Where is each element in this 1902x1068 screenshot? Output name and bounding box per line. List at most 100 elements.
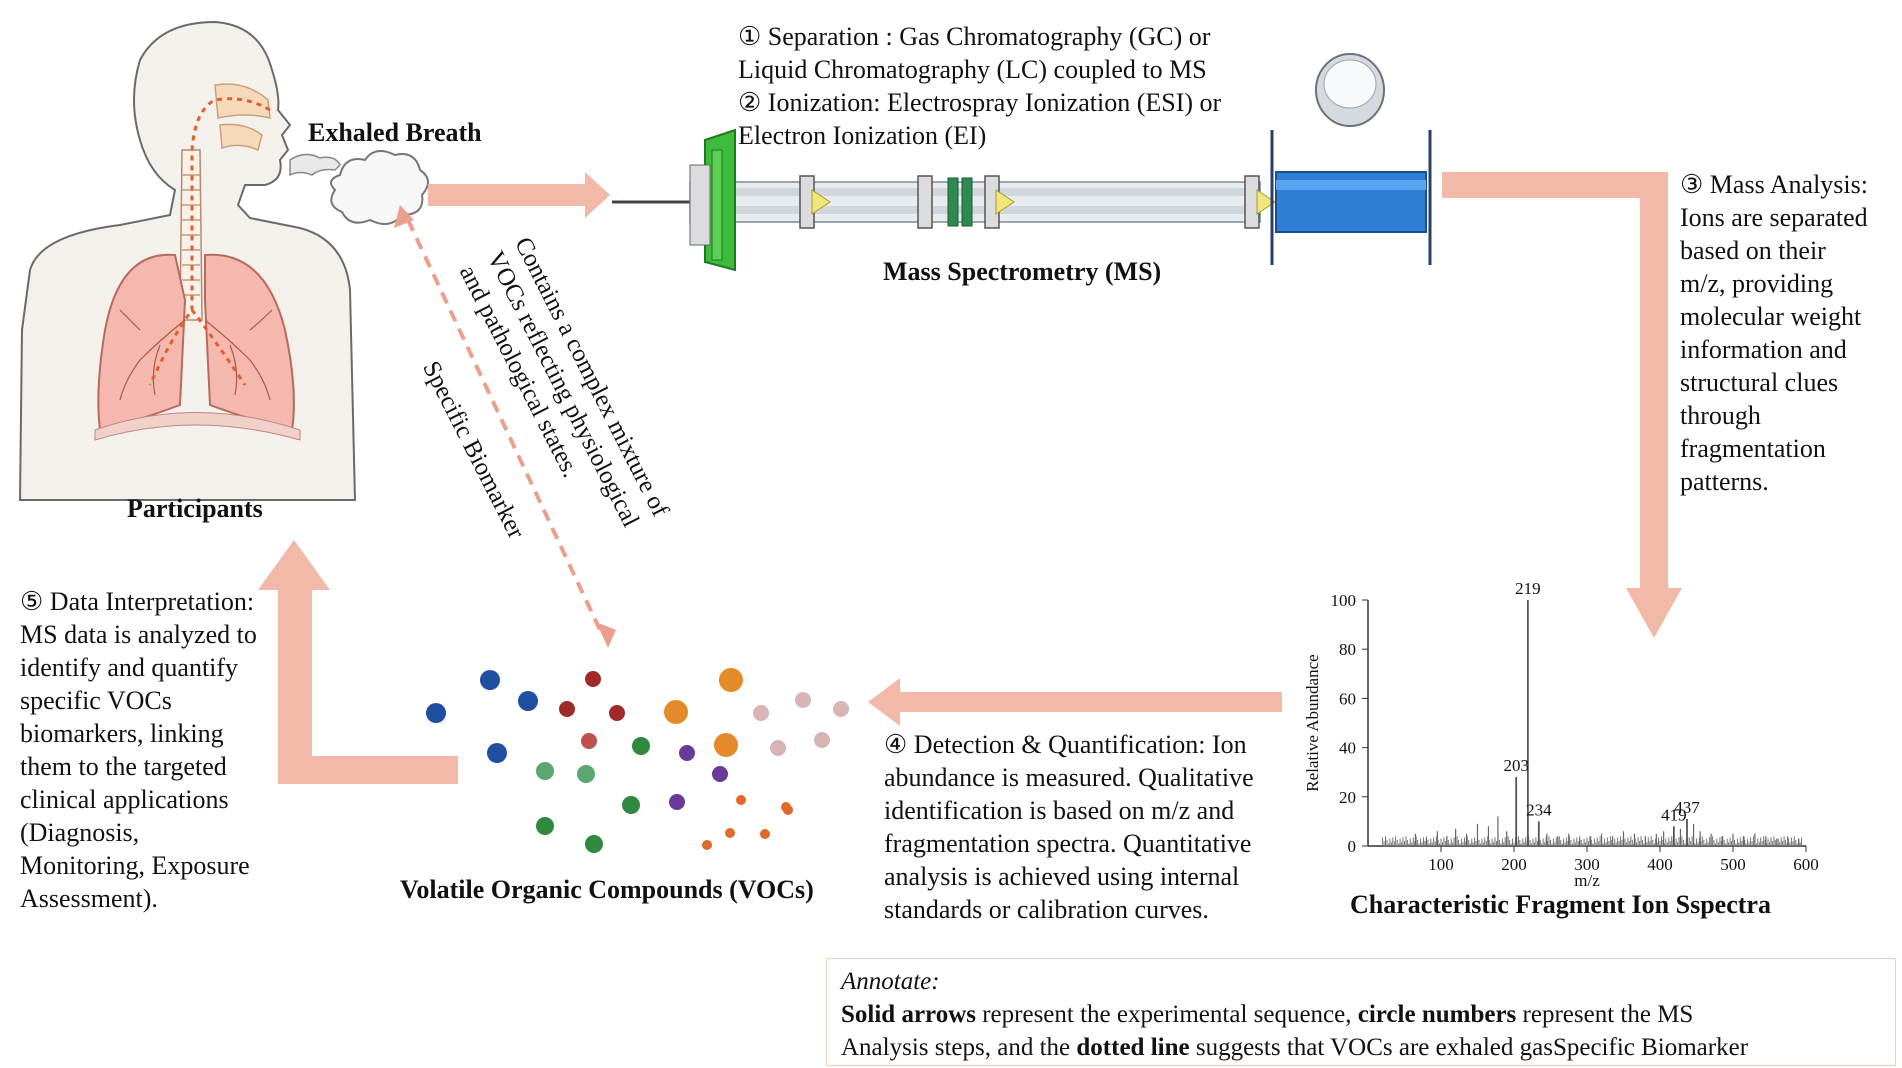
voc-dot [725, 828, 735, 838]
exhaled-breath-label: Exhaled Breath [308, 118, 482, 147]
annotate-text: Analysis steps, and the [841, 1034, 1077, 1061]
voc-dot [622, 796, 640, 814]
step-line: specific VOCs [20, 686, 172, 715]
annotate-line-1: Solid arrows represent the experimental … [841, 998, 1881, 1031]
voc-dot [577, 765, 595, 783]
voc-dot [487, 743, 507, 763]
step-line: identification is based on m/z and [884, 796, 1235, 825]
step-line: MS data is analyzed to [20, 620, 257, 649]
step-line: them to the targeted [20, 752, 227, 781]
annotate-bold: Solid arrows [841, 1001, 976, 1028]
human-figure-illustration [18, 20, 429, 501]
voc-dot [480, 670, 500, 690]
x-tick-label: 100 [1428, 855, 1454, 874]
step-line: patterns. [1680, 467, 1769, 496]
step-line: (Diagnosis, [20, 818, 140, 847]
voc-dot [760, 829, 770, 839]
step-line: abundance is measured. Qualitative [884, 763, 1254, 792]
spectrum-baseline-noise [1382, 836, 1803, 846]
y-tick-label: 0 [1348, 837, 1357, 856]
solid-arrows [258, 172, 1682, 784]
annotate-line-2: Analysis steps, and the dotted line sugg… [841, 1031, 1881, 1064]
annotate-text: represent the MS [1516, 1001, 1694, 1028]
annotate-text: suggests that VOCs are exhaled gasSpecif… [1189, 1034, 1749, 1061]
step-3-text: ③ Mass Analysis: Ions are separated base… [1680, 168, 1868, 498]
voc-dot [669, 794, 685, 810]
voc-dot [679, 745, 695, 761]
x-tick-label: 200 [1501, 855, 1527, 874]
step-5-text: ⑤ Data Interpretation: MS data is analyz… [20, 585, 257, 915]
step-line: ② Ionization: Electrospray Ionization (E… [738, 88, 1222, 117]
annotate-bold: circle numbers [1357, 1001, 1517, 1028]
arrow-to-ms [428, 172, 610, 218]
voc-dot [702, 840, 712, 850]
y-tick-label: 80 [1339, 640, 1356, 659]
step-line: biomarkers, linking [20, 719, 224, 748]
step-line: m/z, providing [1680, 269, 1834, 298]
peak-label: 437 [1674, 798, 1700, 817]
step-line: ③ Mass Analysis: [1680, 170, 1868, 199]
arrow-vocs-to-participants [258, 540, 458, 784]
voc-dot [632, 737, 650, 755]
voc-dot [664, 700, 688, 724]
step-line: clinical applications [20, 785, 229, 814]
mass-spectrometer-illustration [612, 53, 1432, 272]
voc-molecule-dots [426, 668, 849, 853]
peak-label: 419 [1661, 805, 1687, 824]
voc-dot [536, 817, 554, 835]
step-line: information and [1680, 335, 1847, 364]
step-line: through [1680, 401, 1761, 430]
step-line: analysis is achieved using internal [884, 862, 1240, 891]
step-line: Liquid Chromatography (LC) coupled to MS [738, 55, 1207, 84]
annotate-bold: dotted line [1076, 1034, 1190, 1061]
voc-dot [719, 668, 743, 692]
voc-dot [753, 705, 769, 721]
step-line: fragmentation [1680, 434, 1826, 463]
y-tick-label: 100 [1331, 591, 1357, 610]
voc-dot [518, 691, 538, 711]
step-1-2-text: ① Separation : Gas Chromatography (GC) o… [738, 20, 1221, 152]
y-tick-label: 60 [1339, 689, 1356, 708]
participants-label: Participants [127, 494, 263, 523]
mass-spectrometry-label: Mass Spectrometry (MS) [883, 257, 1162, 286]
voc-dot [814, 732, 830, 748]
y-tick-label: 20 [1339, 788, 1356, 807]
voc-dot [833, 701, 849, 717]
x-tick-label: 300 [1574, 855, 1600, 874]
step-line: standards or calibration curves. [884, 895, 1209, 924]
voc-dot [712, 766, 728, 782]
voc-dot [585, 671, 601, 687]
arrow-ms-to-spectrum [1442, 172, 1682, 638]
peak-label: 203 [1503, 756, 1529, 775]
dashed-biomarker-arrow [394, 205, 616, 648]
step-line: Electron Ionization (EI) [738, 121, 987, 150]
spectrum-title: Characteristic Fragment Ion Sspectra [1350, 890, 1771, 919]
annotate-text: represent the experimental sequence, [975, 1001, 1358, 1028]
voc-dot [585, 835, 603, 853]
step-line: molecular weight [1680, 302, 1862, 331]
voc-dot [426, 703, 446, 723]
x-tick-label: 600 [1793, 855, 1819, 874]
annotate-heading: Annotate: [841, 968, 940, 995]
voc-dot [609, 705, 625, 721]
voc-dot [559, 701, 575, 717]
step-line: based on their [1680, 236, 1826, 265]
step-line: identify and quantify [20, 653, 239, 682]
x-tick-label: 500 [1720, 855, 1746, 874]
arrow-spectrum-to-vocs [868, 678, 1282, 726]
voc-dot [783, 805, 793, 815]
voc-dot [770, 740, 786, 756]
step-line: fragmentation spectra. Quantitative [884, 829, 1252, 858]
voc-dot [536, 762, 554, 780]
y-tick-label: 40 [1339, 739, 1356, 758]
step-line: Assessment). [20, 884, 158, 913]
annotate-box: Annotate: Solid arrows represent the exp… [826, 958, 1896, 1066]
step-line: structural clues [1680, 368, 1839, 397]
peak-label: 219 [1515, 579, 1541, 598]
peak-label: 234 [1526, 800, 1552, 819]
x-axis-label: m/z [1574, 871, 1600, 890]
x-tick-label: 400 [1647, 855, 1673, 874]
voc-dot [714, 733, 738, 757]
